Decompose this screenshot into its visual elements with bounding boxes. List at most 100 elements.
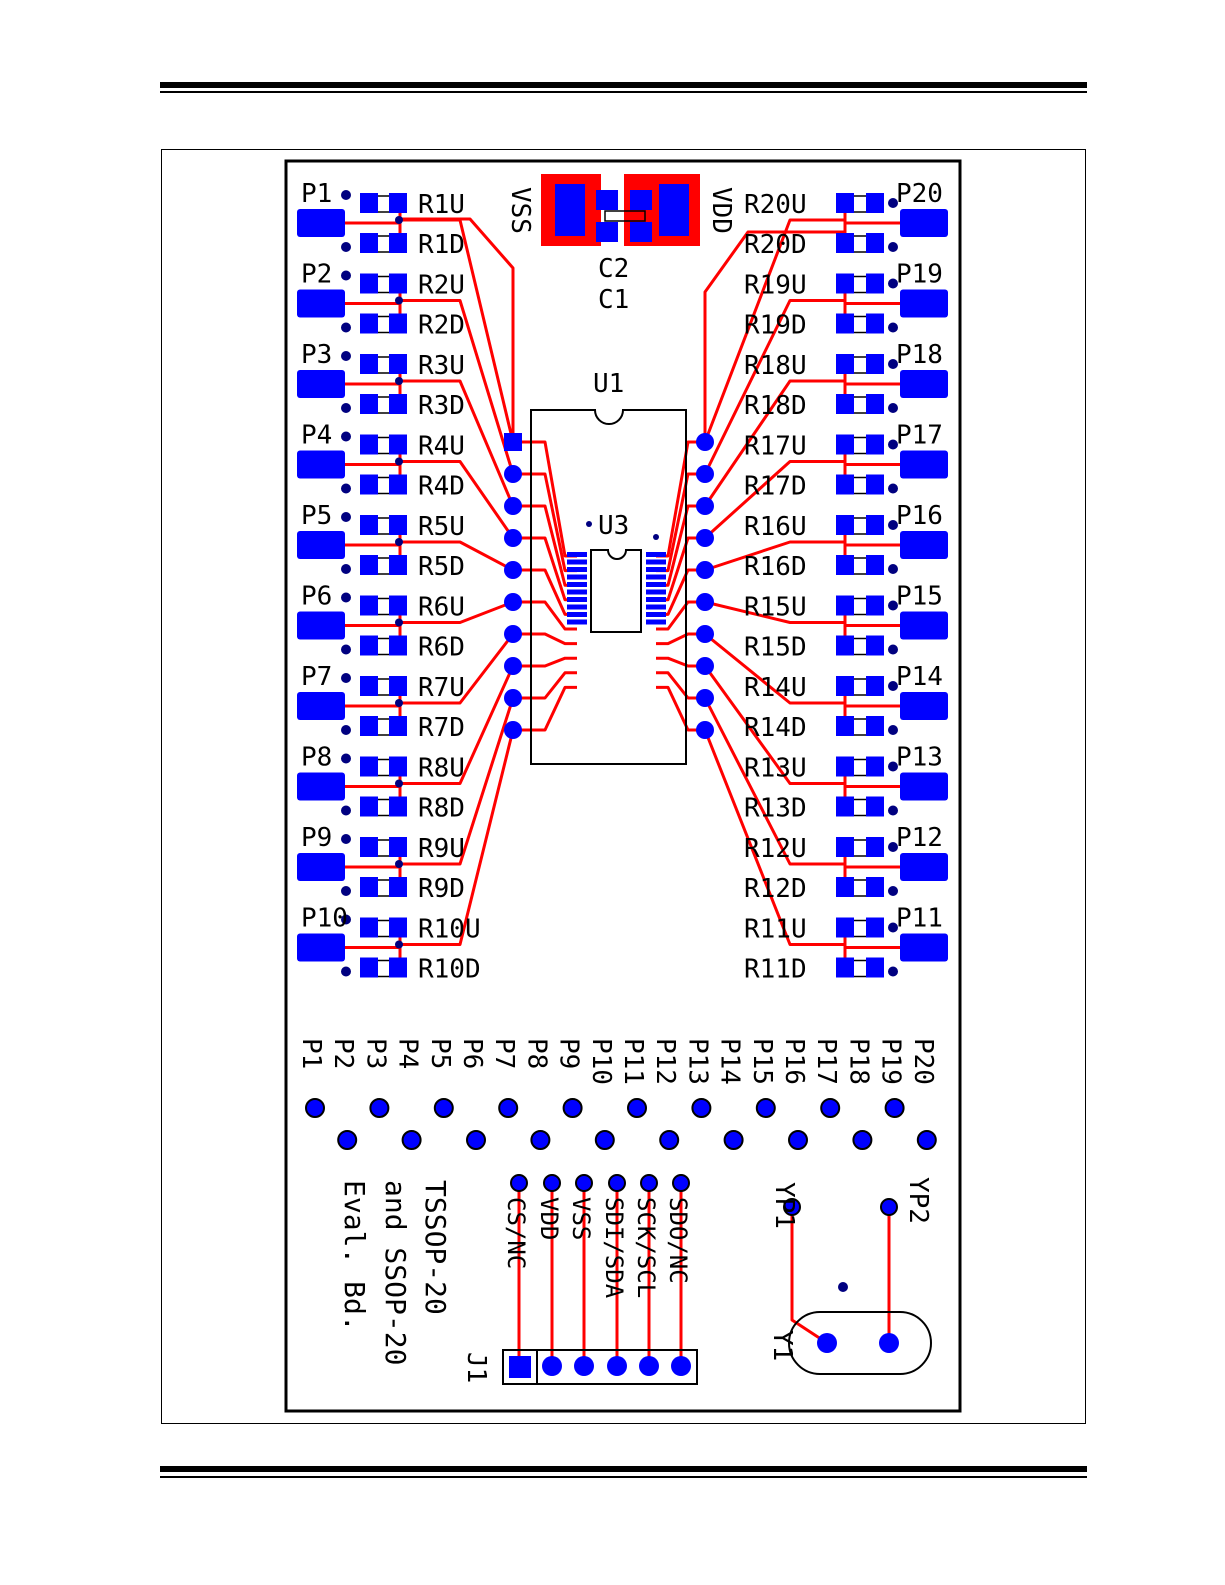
j1-pin-pad	[542, 1356, 562, 1376]
via-dot	[341, 966, 351, 977]
u1-pin-pad	[504, 689, 522, 707]
pin-pad-left	[297, 450, 345, 479]
resistor-pad	[389, 233, 407, 253]
right-signal-trace	[703, 218, 845, 443]
resistor-label: R11D	[744, 955, 807, 985]
via-dot	[888, 761, 898, 772]
u1-u3-left-trace	[513, 656, 577, 668]
via-dot	[888, 600, 898, 611]
components-layer	[297, 190, 948, 1376]
via-dot	[395, 779, 403, 788]
header-pin-label: P12	[650, 1038, 680, 1085]
u1-pin-pad	[504, 657, 522, 675]
via-dot	[341, 725, 351, 735]
resistor-pad	[836, 515, 854, 535]
resistor-pad	[360, 716, 378, 736]
resistor-pad	[389, 957, 407, 978]
resistor-pad	[866, 917, 884, 938]
resistor-pad	[866, 716, 884, 736]
u1-pin-pad	[696, 689, 714, 707]
resistor-pad	[360, 233, 378, 253]
j1-pin-label: SDI/SDA	[600, 1197, 628, 1299]
resistor-pad	[360, 877, 378, 897]
j1-pin-label: SCK/SCL	[632, 1197, 660, 1298]
u3-pin-pad	[646, 559, 666, 565]
pin-label-right: P12	[896, 823, 943, 853]
via-dot	[395, 699, 403, 707]
u3-pin-pad	[646, 604, 666, 610]
u1-pin-pad	[504, 593, 522, 611]
via-dot	[888, 359, 898, 369]
header-pin-label: P19	[876, 1038, 906, 1085]
resistor-pad	[360, 957, 378, 978]
resistor-pad	[836, 394, 854, 414]
board-outline	[284, 159, 962, 1413]
pin-pad-right	[900, 531, 948, 559]
resistor-pad	[836, 716, 854, 736]
resistor-pad	[866, 756, 884, 777]
resistor-pad	[866, 515, 884, 535]
pin-pad-left	[297, 289, 345, 318]
pin-label-left: P5	[301, 501, 332, 531]
header-rule-thin	[160, 91, 1087, 93]
resistor-pad	[866, 877, 884, 897]
resistor-label: R4D	[418, 472, 465, 502]
via-dot	[341, 322, 351, 333]
header-hole	[369, 1098, 390, 1118]
j1-test-point	[640, 1174, 658, 1192]
j1-label: J1	[461, 1352, 491, 1383]
via-dot	[341, 483, 351, 494]
pin-label-right: P11	[896, 904, 943, 934]
j1-pin-pad	[574, 1356, 594, 1376]
u3-pin-pad	[646, 612, 666, 617]
resistor-pad	[360, 555, 378, 575]
resistor-label: R19U	[744, 271, 807, 301]
header-hole	[337, 1130, 358, 1150]
via-dot	[341, 403, 351, 413]
right-signal-trace	[703, 665, 845, 785]
via-dot	[888, 644, 898, 655]
j1-pin-label: VSS	[567, 1197, 595, 1240]
via-dot	[341, 592, 351, 603]
via-dot	[888, 966, 898, 977]
resistor-label: R2D	[418, 311, 465, 341]
resistor-pad	[389, 193, 407, 213]
pin-label-left: P7	[301, 662, 332, 692]
pin-pad-left	[297, 933, 345, 962]
u1-pin-pad	[696, 529, 714, 547]
j1-test-point	[575, 1174, 593, 1192]
resistor-label: R14U	[744, 673, 807, 703]
j1-pin-label: SDO/NC	[664, 1197, 692, 1284]
pin-pad-left	[297, 853, 345, 881]
left-signal-trace	[400, 697, 515, 866]
pin-pad-right	[900, 370, 948, 398]
pin-label-right: P17	[896, 421, 943, 451]
yp1-label: YP1	[769, 1182, 799, 1229]
resistor-label: R15D	[744, 633, 807, 663]
header-pin-label: P3	[360, 1038, 390, 1069]
pin-label-right: P13	[896, 743, 943, 773]
resistor-pad	[866, 394, 884, 414]
header-pin-label: P7	[489, 1038, 519, 1069]
resistor-pad	[360, 917, 378, 938]
via-dot	[395, 618, 403, 627]
resistor-label: R12D	[744, 874, 807, 904]
resistor-pad	[360, 394, 378, 414]
header-hole	[755, 1098, 776, 1118]
vdd-label: VDD	[706, 187, 736, 234]
via-dot	[395, 860, 403, 868]
via-dot	[888, 842, 898, 852]
yp2-test-point	[880, 1198, 898, 1216]
resistor-label: R20D	[744, 230, 807, 260]
resistor-label: R14D	[744, 713, 807, 743]
via-dot	[341, 914, 351, 925]
resistor-label: R13D	[744, 794, 807, 824]
header-pin-label: P6	[457, 1038, 487, 1069]
resistor-pad	[360, 756, 378, 777]
pin-pad-right	[900, 933, 948, 962]
header-hole	[401, 1130, 422, 1150]
header-pin-label: P14	[715, 1038, 745, 1085]
u3-pin-pad	[567, 574, 587, 580]
j1-test-point	[672, 1174, 690, 1192]
